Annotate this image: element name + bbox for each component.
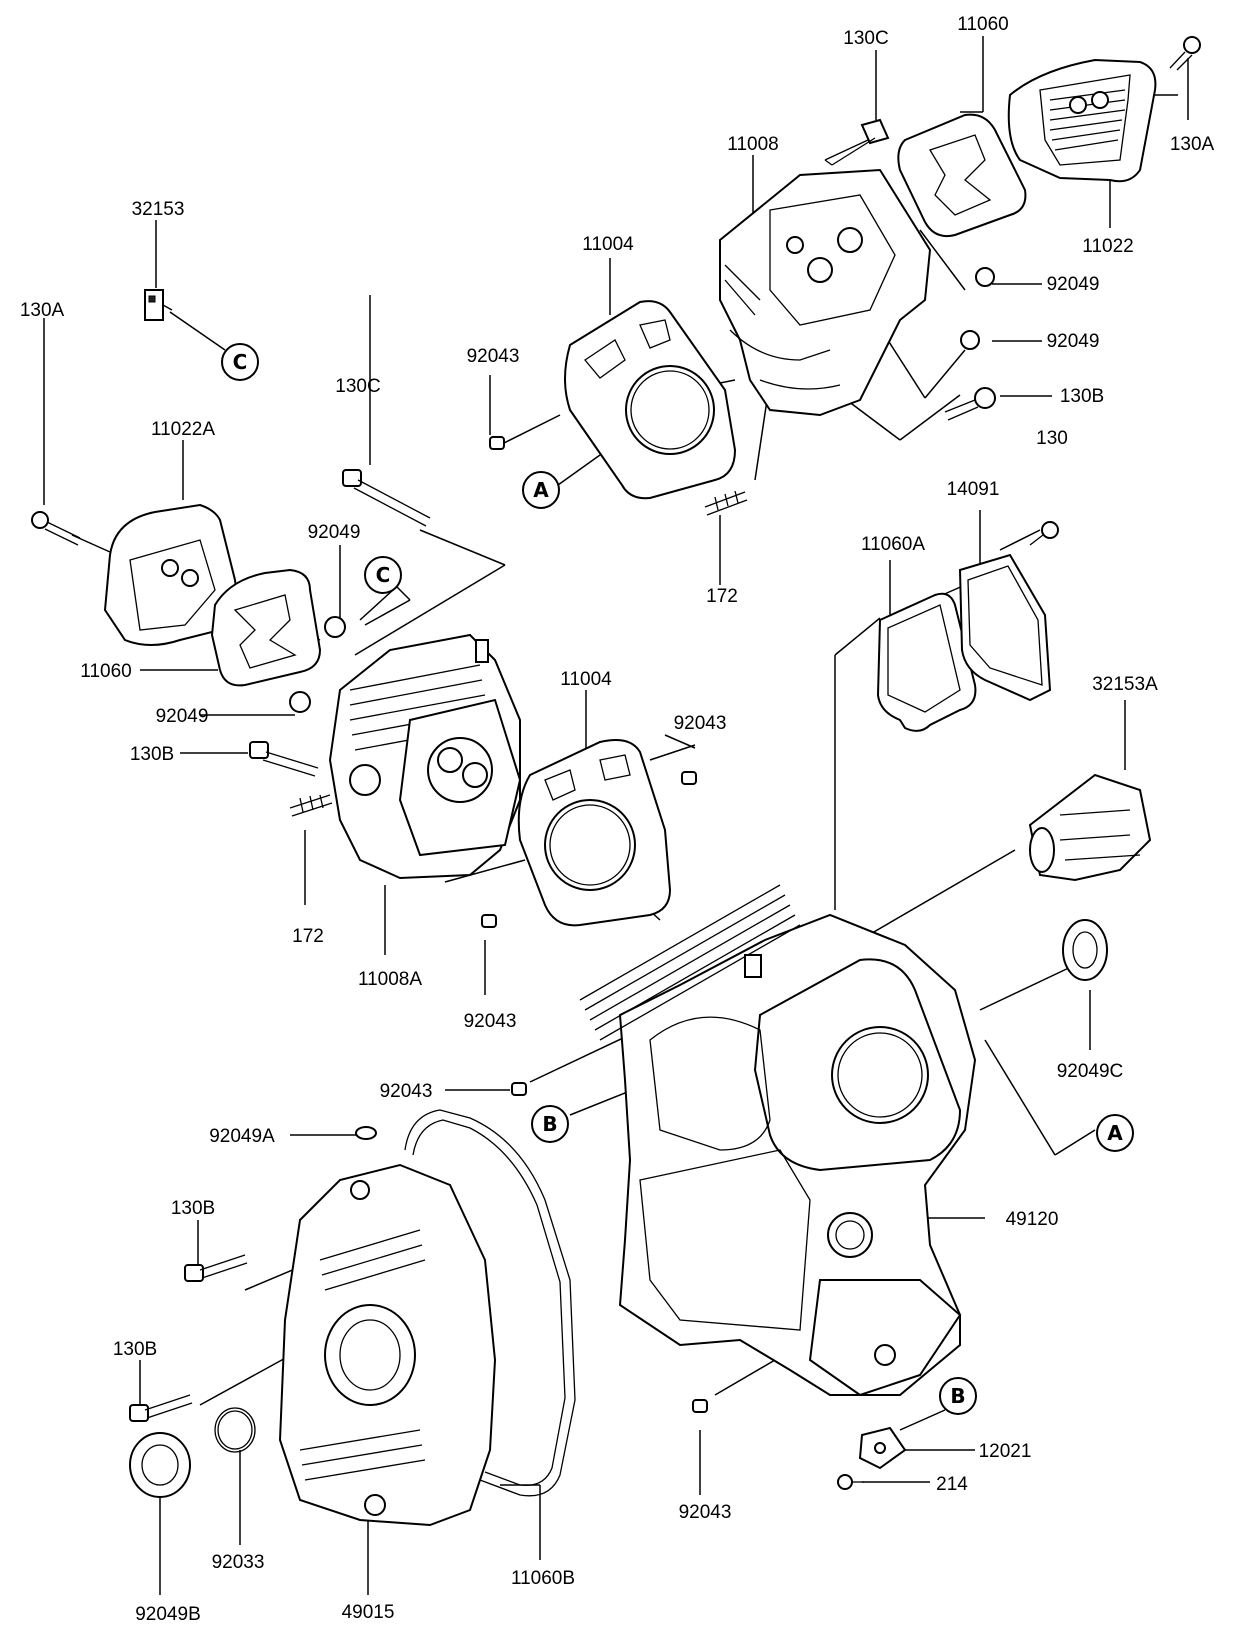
label-130b-left: 130B xyxy=(130,744,174,765)
ref-circle-c-mid: C xyxy=(364,556,402,594)
part-92049-nut-mid xyxy=(289,616,346,713)
label-11060a: 11060A xyxy=(861,534,925,555)
part-172-stud-top xyxy=(704,490,748,516)
part-130c-stud-mid xyxy=(342,469,431,527)
label-130b-low1: 130B xyxy=(171,1198,215,1219)
label-11022: 11022 xyxy=(1082,236,1133,257)
label-92049b: 92049B xyxy=(135,1604,201,1625)
part-12021-clip xyxy=(858,1426,907,1470)
label-130-right: 130 xyxy=(1036,428,1068,449)
label-11004-top: 11004 xyxy=(582,234,634,255)
svg-text:B: B xyxy=(950,1384,965,1408)
svg-text:A: A xyxy=(533,478,549,502)
label-214: 214 xyxy=(936,1474,968,1495)
svg-text:A: A xyxy=(1107,1121,1123,1145)
part-11060b-gasket xyxy=(404,1109,576,1497)
part-11008a-cylinder-head xyxy=(328,633,522,880)
part-32153a-guide xyxy=(1028,773,1152,882)
label-130b-top: 130B xyxy=(1060,386,1104,407)
label-92043-b: 92043 xyxy=(380,1081,433,1102)
label-12021: 12021 xyxy=(979,1441,1032,1462)
part-11008-cylinder-head xyxy=(719,168,932,417)
svg-text:C: C xyxy=(233,350,248,374)
label-92049a: 92049A xyxy=(209,1126,275,1147)
part-92049a-nut xyxy=(355,1126,377,1140)
label-49015: 49015 xyxy=(342,1602,395,1623)
ref-circle-a-top: A xyxy=(522,471,560,509)
ref-circle-b-mid: B xyxy=(531,1105,569,1143)
part-172-stud-left xyxy=(289,794,333,817)
part-number-labels: 130C 11060 11008 130A 32153 11004 11022 … xyxy=(20,14,1215,1625)
part-130b-bolt-low2 xyxy=(129,1394,193,1422)
part-214-screw xyxy=(837,1474,864,1490)
label-92049-a: 92049 xyxy=(1047,274,1100,295)
label-92043-low: 92043 xyxy=(464,1011,517,1032)
label-92033: 92033 xyxy=(212,1552,265,1573)
label-11060-top: 11060 xyxy=(957,14,1008,35)
svg-text:B: B xyxy=(542,1112,557,1136)
part-14091-plate xyxy=(958,553,1052,702)
part-11060-gasket-left xyxy=(210,568,322,687)
part-130b-bolt-left xyxy=(249,741,319,777)
ref-circle-c-top: C xyxy=(221,343,259,381)
ref-circle-a-right: A xyxy=(1096,1114,1134,1152)
label-11022a: 11022A xyxy=(151,419,215,440)
part-130a-bolt-left xyxy=(31,511,81,546)
label-130a-left: 130A xyxy=(20,300,65,321)
ref-circle-b-low: B xyxy=(939,1377,977,1415)
label-14091: 14091 xyxy=(947,479,1000,500)
label-11004-mid: 11004 xyxy=(560,669,612,690)
part-92043-dowels xyxy=(481,771,708,1413)
part-32153-bracket xyxy=(144,289,173,321)
part-49120-crankcase xyxy=(579,884,977,1397)
part-92049c-seal xyxy=(1062,919,1108,981)
part-11022-cover-top xyxy=(1007,58,1157,183)
part-11022a-cover-left xyxy=(103,503,237,646)
part-49015-gear-case-cover xyxy=(278,1163,497,1527)
label-11060b: 11060B xyxy=(511,1568,575,1589)
label-92043-mid: 92043 xyxy=(674,713,727,734)
label-11008: 11008 xyxy=(727,134,778,155)
part-11004-head-gasket-mid xyxy=(517,739,672,927)
part-92049-nut-top xyxy=(960,267,995,350)
label-32153: 32153 xyxy=(132,199,185,220)
label-11008a: 11008A xyxy=(358,969,422,990)
label-11060-left: 11060 xyxy=(80,661,131,682)
part-11060-gasket-top xyxy=(897,113,1027,238)
label-172-left: 172 xyxy=(292,926,324,947)
label-130c-mid: 130C xyxy=(335,376,380,397)
label-92049-left2: 92049 xyxy=(156,706,209,727)
part-11004-head-gasket-top xyxy=(564,300,737,500)
part-130b-bolt-top xyxy=(944,387,996,421)
label-130b-low2: 130B xyxy=(113,1339,157,1360)
label-49120: 49120 xyxy=(1006,1209,1059,1230)
part-11060a-gasket xyxy=(876,592,977,732)
label-92043-top: 92043 xyxy=(467,346,520,367)
label-92049c: 92049C xyxy=(1057,1061,1124,1082)
part-130-bolt xyxy=(1029,521,1059,546)
label-92049-b: 92049 xyxy=(1047,331,1100,352)
label-32153a: 32153A xyxy=(1092,674,1158,695)
part-130c-bolt-top xyxy=(824,118,890,166)
label-172-top: 172 xyxy=(706,586,738,607)
part-92049b-seal xyxy=(129,1432,191,1498)
label-130a-top: 130A xyxy=(1170,134,1215,155)
label-92049-left: 92049 xyxy=(308,522,361,543)
part-130b-bolt-low1 xyxy=(184,1254,248,1282)
label-130c-top: 130C xyxy=(843,28,888,49)
part-130a-bolt-top xyxy=(1169,36,1201,71)
svg-text:C: C xyxy=(376,563,391,587)
label-92043-bottom: 92043 xyxy=(679,1502,732,1523)
part-92033-o-ring xyxy=(214,1407,256,1453)
part-92043-dowel-top xyxy=(489,436,505,450)
